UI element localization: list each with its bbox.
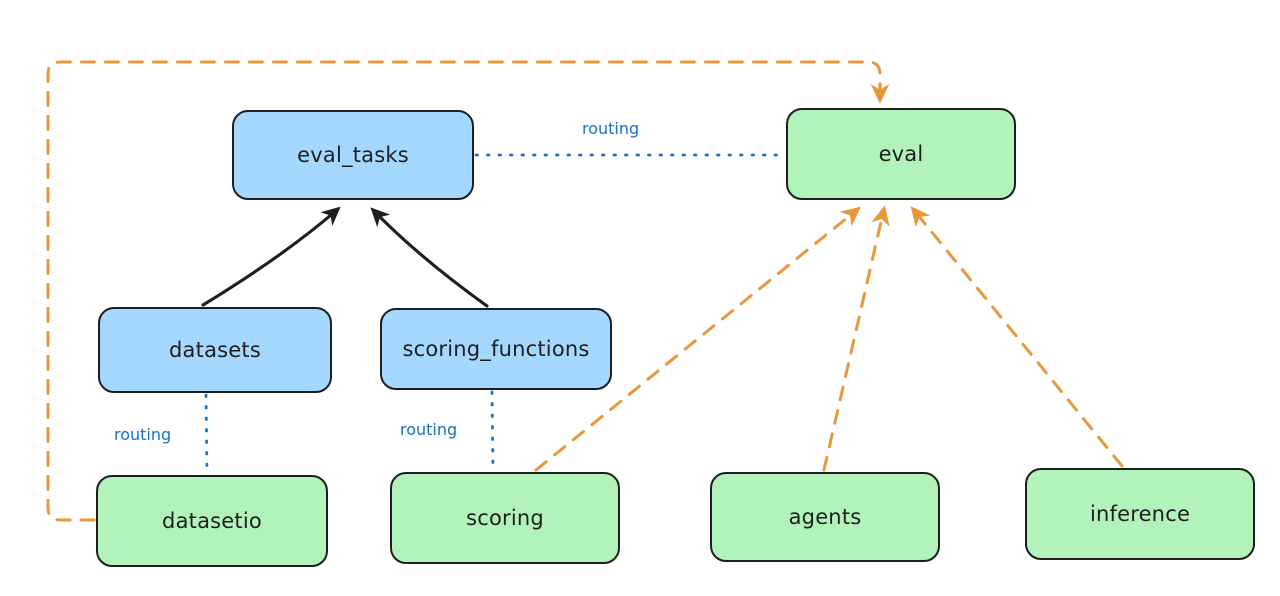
node-label: eval <box>878 141 924 166</box>
node-label: scoring <box>466 505 544 530</box>
node-label: scoring_functions <box>402 336 590 361</box>
edge-scoringfn-to-eval_tasks <box>370 207 489 308</box>
edge-scoring-to-eval <box>534 206 861 472</box>
edge-label-routing-datasets: routing <box>110 424 176 445</box>
edge-datasets-to-datasetio <box>204 393 209 475</box>
node-label: datasets <box>169 337 261 362</box>
edge-datasetio-to-eval <box>46 60 890 522</box>
node-label: inference <box>1089 501 1191 526</box>
node-agents[interactable]: agents <box>710 472 940 562</box>
node-label: eval_tasks <box>297 142 409 167</box>
edge-label-routing-eval: routing <box>578 118 644 139</box>
node-eval-tasks[interactable]: eval_tasks <box>232 110 474 200</box>
edge-datasets-to-eval_tasks <box>201 206 341 307</box>
node-eval[interactable]: eval <box>786 108 1016 200</box>
node-scoring-functions[interactable]: scoring_functions <box>380 308 612 390</box>
node-datasets[interactable]: datasets <box>98 307 332 393</box>
edge-agents-to-eval <box>822 205 890 472</box>
edge-label-routing-scoring: routing <box>396 419 462 440</box>
node-scoring[interactable]: scoring <box>390 472 620 564</box>
node-label: datasetio <box>162 508 262 533</box>
node-inference[interactable]: inference <box>1025 468 1255 560</box>
node-datasetio[interactable]: datasetio <box>96 475 328 567</box>
edge-inference-to-eval <box>910 206 1124 468</box>
edge-scoringfn-to-scoring <box>490 390 495 472</box>
node-label: agents <box>788 504 862 529</box>
